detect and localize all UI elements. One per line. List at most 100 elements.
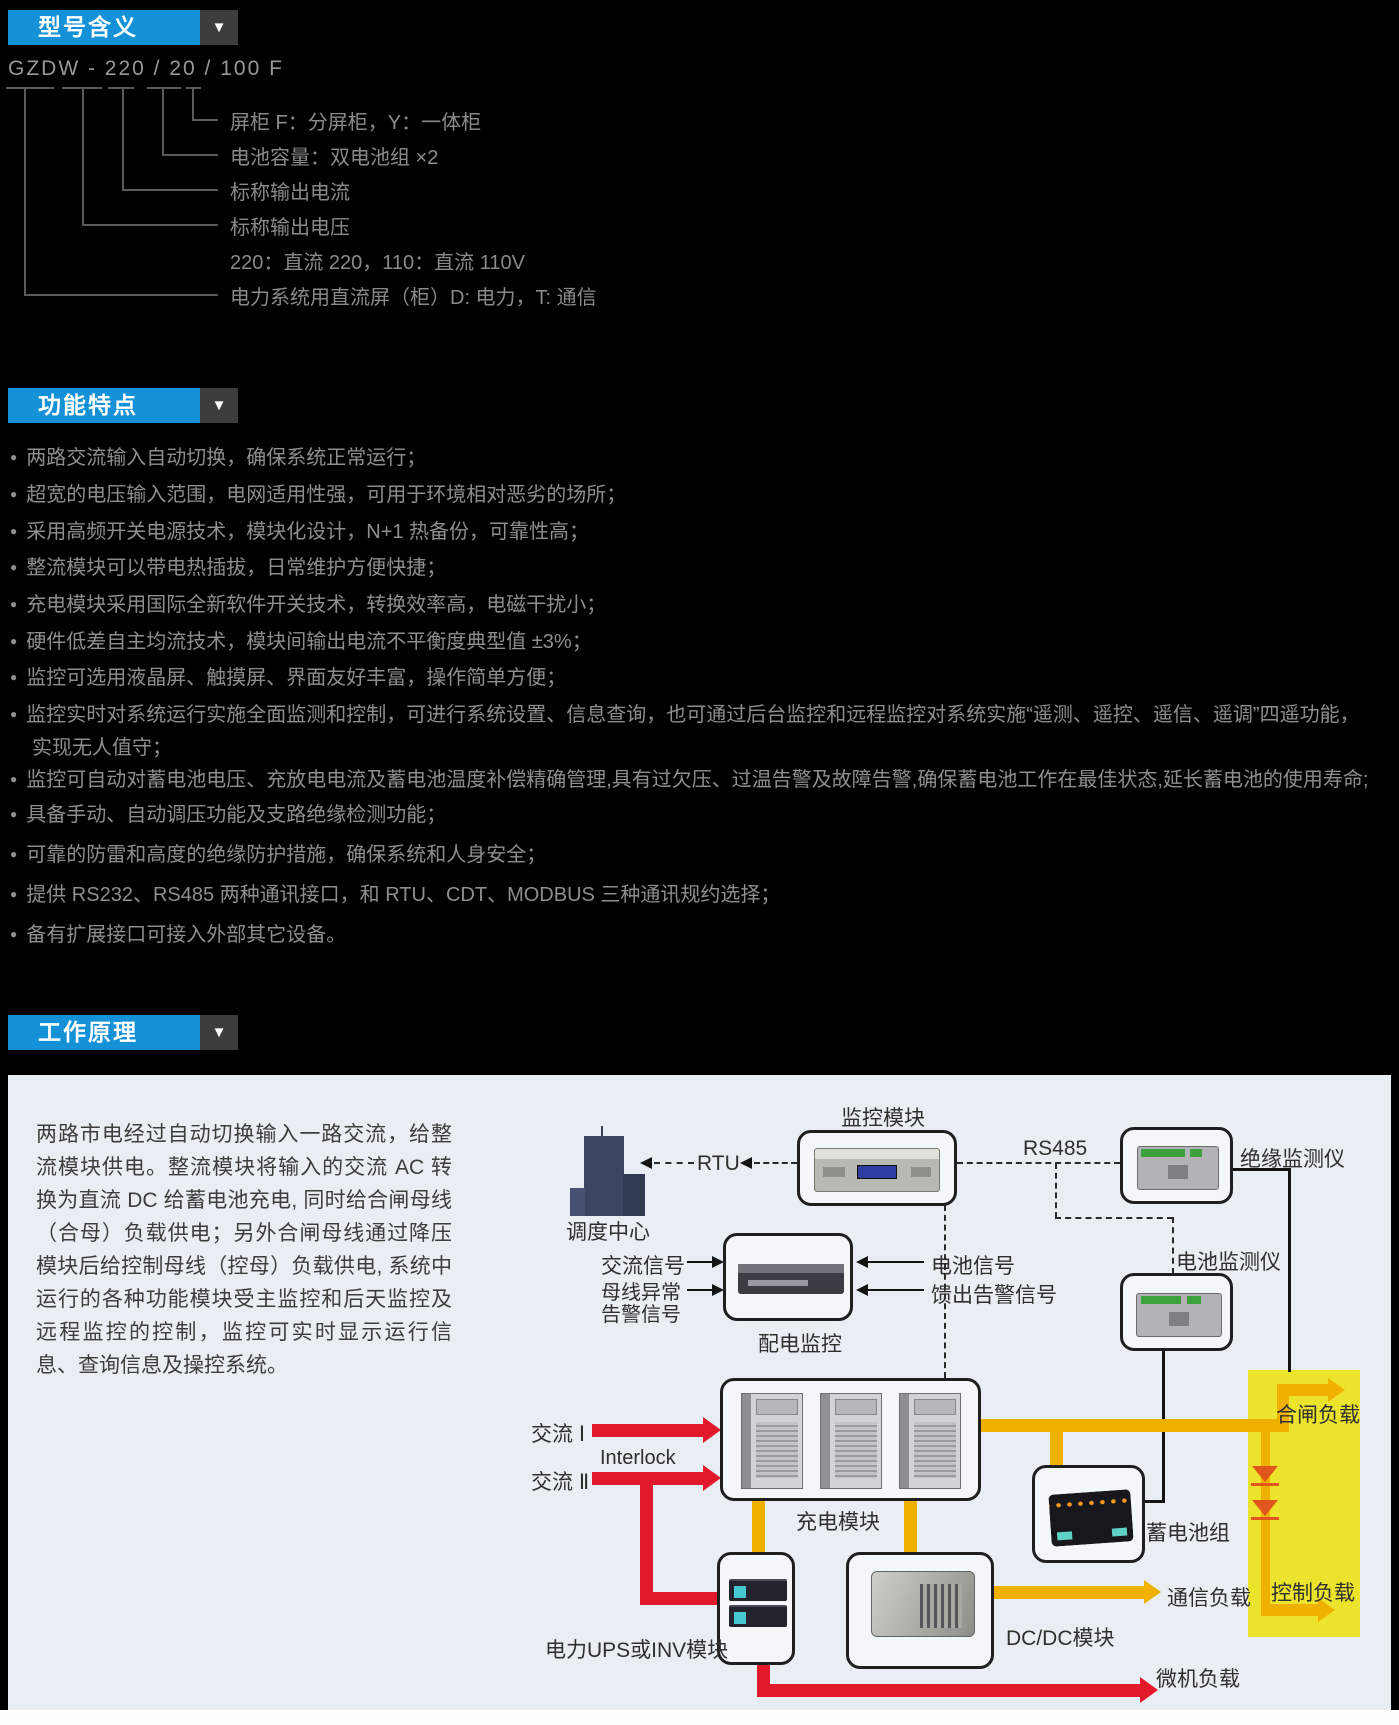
arrow-left-icon (856, 1284, 868, 1296)
insulation-monitor-line (1288, 1168, 1291, 1372)
computer-load-arrow-icon (1140, 1677, 1158, 1703)
ups-device (729, 1605, 787, 1627)
label-feeder-alarm: 馈出告警信号 (931, 1284, 1057, 1307)
label-rs485: RS485 (1023, 1137, 1088, 1160)
ac1-arrow-icon (703, 1417, 721, 1443)
diode-icon (1251, 1483, 1279, 1486)
comm-load-arrow-icon (1144, 1580, 1161, 1604)
insulation-monitor-device (1137, 1146, 1219, 1190)
feature-item: 两路交流输入自动切换，确保系统正常运行； (10, 441, 426, 470)
dcdc-device (871, 1571, 975, 1637)
feature-item: 监控可选用液晶屏、触摸屏、界面友好丰富，操作简单方便； (10, 661, 566, 690)
battery-branch-line (1050, 1431, 1063, 1466)
monitor-to-charger-dashed-line (944, 1205, 946, 1378)
computer-load-line (757, 1684, 1141, 1697)
arrow-right-icon (712, 1284, 724, 1296)
label-control-load: 控制负载 (1271, 1582, 1355, 1605)
closing-load-arrow-icon (1328, 1378, 1345, 1402)
rs485-branch-line (1055, 1217, 1173, 1219)
rtu-dashed-line (754, 1162, 797, 1164)
model-label: 标称输出电流 (230, 182, 350, 204)
rs485-dashed-line (957, 1162, 1120, 1164)
label-monitor-module: 监控模块 (841, 1107, 925, 1130)
ac-signal-line (687, 1261, 713, 1263)
label-battery-signal: 电池信号 (931, 1255, 1015, 1278)
feature-item: 监控实时对系统运行实施全面监测和控制，可进行系统设置、信息查询，也可通过后台监控… (10, 698, 1359, 727)
charger-to-ups-line (752, 1501, 765, 1553)
section-title-features: 功能特点 (8, 388, 200, 423)
control-load-arrow-icon (1318, 1598, 1335, 1622)
section-title-model: 型号含义 (8, 10, 200, 45)
model-underline (147, 87, 181, 89)
label-distribution-monitor: 配电监控 (758, 1333, 842, 1356)
label-comm-load: 通信负载 (1167, 1587, 1251, 1610)
model-tree-line (162, 87, 164, 156)
battery-monitor-box (1120, 1273, 1233, 1351)
label-battery-monitor: 电池监测仪 (1176, 1251, 1281, 1274)
model-tree-line (82, 87, 84, 226)
charger-unit-device (899, 1393, 961, 1489)
model-number: GZDW - 220 / 20 / 100 F (8, 57, 284, 80)
dcdc-module-box (846, 1552, 994, 1669)
model-underline (6, 87, 54, 89)
triangle-down-icon: ▼ (200, 388, 238, 423)
model-tree-line (192, 119, 218, 121)
triangle-down-icon: ▼ (200, 1015, 238, 1050)
arrow-left-icon (740, 1157, 752, 1169)
diode-icon (1252, 1466, 1278, 1482)
ups-input-line (640, 1592, 718, 1605)
feature-item: 具备手动、自动调压功能及支路绝缘检测功能； (10, 798, 446, 827)
triangle-down-icon: ▼ (200, 10, 238, 45)
closing-load-line (1277, 1390, 1289, 1432)
arrow-right-icon (712, 1256, 724, 1268)
model-label: 220：直流 220，110：直流 110V (230, 252, 525, 274)
battery-monitor-device (1136, 1293, 1222, 1337)
rs485-branch-line (1055, 1163, 1057, 1218)
ac2-arrow-icon (703, 1465, 721, 1491)
label-bus-alarm: 告警信号 (601, 1304, 681, 1326)
ac1-line (592, 1424, 704, 1437)
principle-paragraph: 两路市电经过自动切换输入一路交流，给整流模块供电。整流模块将输入的交流 AC 转… (36, 1123, 452, 1377)
rtu-dashed-line (654, 1162, 694, 1164)
model-tree-line (122, 87, 124, 191)
ups-module-box (717, 1552, 795, 1665)
battery-pack-box (1032, 1465, 1145, 1563)
label-ups-module: 电力UPS或INV模块 (545, 1639, 729, 1662)
section-title-principle: 工作原理 (8, 1015, 200, 1050)
label-battery-pack: 蓄电池组 (1146, 1522, 1230, 1545)
charger-unit-device (741, 1393, 803, 1489)
label-dispatch-center: 调度中心 (566, 1221, 650, 1244)
battery-monitor-line (1145, 1500, 1165, 1503)
feature-item: 可靠的防雷和高度的绝缘防护措施，确保系统和人身安全； (10, 838, 546, 867)
ups-device (729, 1579, 787, 1601)
charger-to-dcdc-line (904, 1501, 917, 1553)
model-tree-line (192, 87, 194, 121)
model-label: 标称输出电压 (230, 217, 350, 239)
label-insulation-monitor: 绝缘监测仪 (1240, 1148, 1345, 1171)
feature-item: 采用高频开关电源技术，模块化设计，N+1 热备份，可靠性高； (10, 515, 589, 544)
feature-item: 备有扩展接口可接入外部其它设备。 (10, 918, 346, 947)
label-closing-load: 合闸负载 (1276, 1404, 1360, 1427)
diode-icon (1252, 1500, 1278, 1516)
comm-load-line (994, 1586, 1144, 1599)
ac2-branch-line (640, 1478, 653, 1605)
rs485-branch-line (1172, 1217, 1174, 1274)
insulation-monitor-box (1120, 1127, 1233, 1204)
model-tree-line (24, 294, 218, 296)
model-underline (108, 87, 134, 89)
model-label: 电池容量：双电池组 ×2 (230, 147, 439, 169)
label-ac-input-1: 交流 Ⅰ (531, 1423, 586, 1446)
battery-signal-line (868, 1261, 924, 1263)
feature-item: 硬件低差自主均流技术，模块间输出电流不平衡度典型值 ±3%； (10, 625, 591, 654)
bus-alarm-line (687, 1289, 713, 1291)
model-tree-line (162, 154, 218, 156)
monitor-module-box (797, 1130, 957, 1206)
feature-item: 超宽的电压输入范围，电网适用性强，可用于环境相对恶劣的场所； (10, 478, 626, 507)
feature-item-continued: 实现无人值守； (32, 737, 172, 759)
arrow-left-icon (856, 1256, 868, 1268)
label-bus-alarm: 母线异常 (601, 1282, 681, 1304)
feeder-alarm-line (868, 1289, 924, 1291)
label-rtu: RTU (697, 1152, 740, 1175)
label-computer-load: 微机负载 (1156, 1668, 1240, 1691)
model-label: 屏柜 F：分屏柜，Y：一体柜 (230, 112, 482, 134)
